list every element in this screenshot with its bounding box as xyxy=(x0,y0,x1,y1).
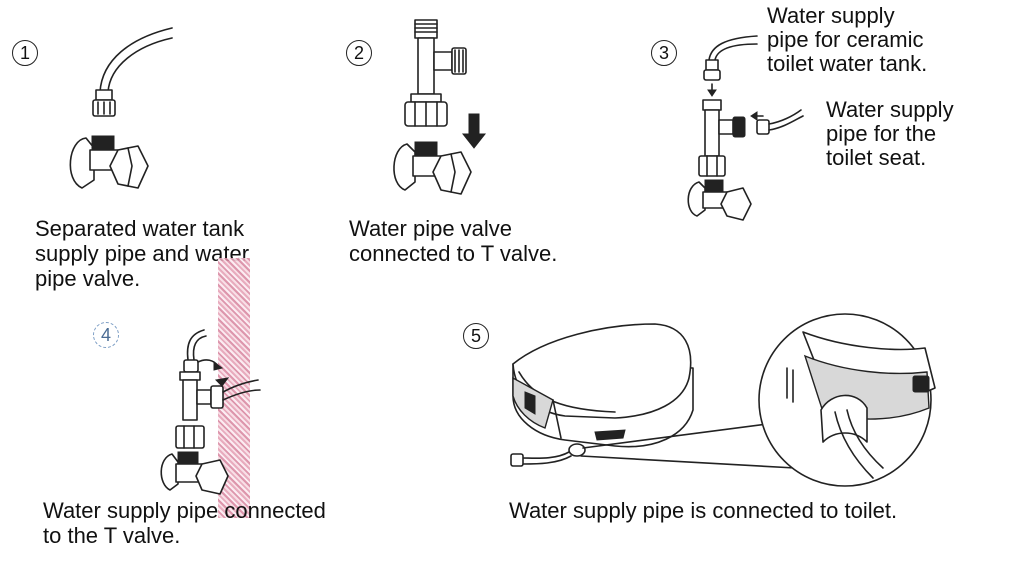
t-valve-connected-icon xyxy=(160,329,261,495)
step-5-number: 5 xyxy=(463,323,489,349)
toilet-seat-hose-icon xyxy=(510,313,936,487)
step-2-caption: Water pipe valve connected to T valve. xyxy=(349,216,558,266)
seat-pipe-label: Water supply pipe for the toilet seat. xyxy=(826,97,954,170)
t-valve-two-pipes-icon xyxy=(687,35,804,221)
step-1-caption: Separated water tank supply pipe and wat… xyxy=(35,216,250,291)
step-1-number: 1 xyxy=(12,40,38,66)
step-2-number: 2 xyxy=(346,40,372,66)
step-4-number: 4 xyxy=(93,322,119,348)
tank-pipe-label: Water supply pipe for ceramic toilet wat… xyxy=(767,3,928,76)
valve-and-hose-icon xyxy=(69,27,173,189)
t-valve-onto-valve-icon xyxy=(393,19,487,195)
step-4-caption: Water supply pipe connected to the T val… xyxy=(43,498,326,548)
step-5-caption: Water supply pipe is connected to toilet… xyxy=(509,498,898,523)
step-3-number: 3 xyxy=(651,40,677,66)
